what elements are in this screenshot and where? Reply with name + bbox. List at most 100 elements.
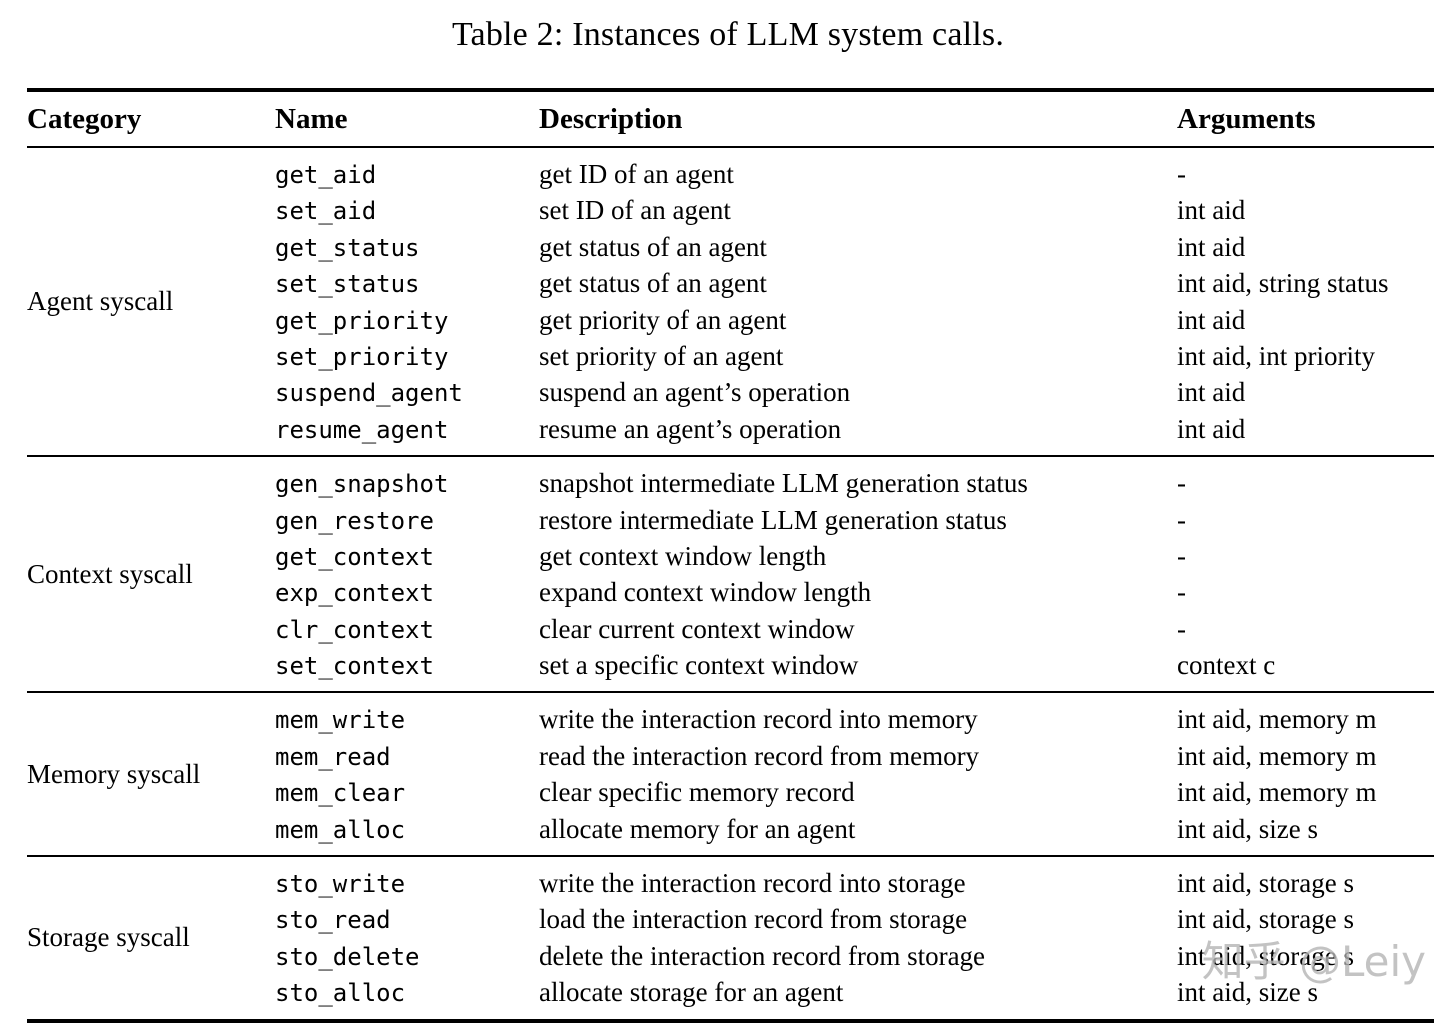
table-row: clr_context clear current context window…	[275, 611, 1434, 647]
section-rows: gen_snapshot snapshot intermediate LLM g…	[275, 465, 1434, 683]
syscall-name: sto_delete	[275, 942, 420, 971]
column-header-description: Description	[539, 102, 683, 135]
section-memory-syscall: Memory syscall mem_write write the inter…	[27, 693, 1434, 855]
syscall-description: expand context window length	[539, 577, 872, 608]
category-label: Memory syscall	[27, 758, 201, 789]
syscall-description: delete the interaction record from stora…	[539, 940, 986, 971]
category-label: Context syscall	[27, 558, 193, 589]
syscall-name: resume_agent	[275, 415, 449, 444]
syscall-name: sto_write	[275, 870, 406, 899]
syscall-arguments: -	[1177, 613, 1186, 644]
syscall-name: exp_context	[275, 579, 434, 608]
section-context-syscall: Context syscall gen_snapshot snapshot in…	[27, 457, 1434, 691]
syscall-description: set ID of an agent	[539, 195, 731, 226]
section-rows: sto_write write the interaction record i…	[275, 865, 1434, 1011]
syscall-arguments: context c	[1177, 650, 1276, 681]
syscall-arguments: -	[1177, 504, 1186, 535]
syscall-description: get context window length	[539, 540, 827, 571]
table-row: set_status get status of an agent int ai…	[275, 265, 1434, 301]
table-row: gen_restore restore intermediate LLM gen…	[275, 502, 1434, 538]
syscall-arguments: int aid	[1177, 231, 1246, 262]
syscall-name: mem_write	[275, 706, 406, 735]
table-row: exp_context expand context window length…	[275, 574, 1434, 610]
syscall-description: write the interaction record into storag…	[539, 868, 966, 899]
syscall-name: mem_alloc	[275, 815, 406, 844]
syscall-description: set a specific context window	[539, 650, 859, 681]
syscall-description: get priority of an agent	[539, 304, 787, 335]
syscall-name: set_status	[275, 270, 420, 299]
syscall-arguments: int aid, memory m	[1177, 704, 1377, 735]
syscall-description: read the interaction record from memory	[539, 740, 980, 771]
syscalls-table: Category Name Description Arguments Agen…	[27, 88, 1434, 1023]
category-label: Storage syscall	[27, 922, 190, 953]
syscall-arguments: int aid, storage s	[1177, 904, 1354, 935]
syscall-description: get ID of an agent	[539, 159, 734, 189]
syscall-name: sto_alloc	[275, 979, 406, 1008]
column-header-arguments: Arguments	[1177, 102, 1316, 135]
syscall-description: resume an agent’s operation	[539, 413, 842, 444]
syscall-name: get_status	[275, 233, 420, 262]
syscall-description: snapshot intermediate LLM generation sta…	[539, 468, 1028, 499]
syscall-name: set_context	[275, 652, 434, 681]
header-divider-rule	[27, 146, 1434, 148]
syscall-arguments: int aid	[1177, 377, 1246, 408]
column-header-category: Category	[27, 102, 142, 135]
table-top-rule	[27, 88, 1434, 92]
table-header-row: Category Name Description Arguments	[27, 92, 1434, 146]
table-row: get_context get context window length -	[275, 538, 1434, 574]
syscall-name: gen_snapshot	[275, 470, 449, 499]
table-row: mem_write write the interaction record i…	[275, 701, 1434, 737]
section-divider-rule	[27, 691, 1434, 694]
table-caption: Table 2: Instances of LLM system calls.	[451, 16, 1005, 53]
syscall-description: suspend an agent’s operation	[539, 377, 851, 408]
table-row: set_aid set ID of an agent int aid	[275, 192, 1434, 228]
section-rows: get_aid get ID of an agent - set_aid set…	[275, 156, 1434, 447]
syscall-name: mem_clear	[275, 779, 406, 808]
table-row: get_priority get priority of an agent in…	[275, 302, 1434, 338]
syscall-arguments: int aid, memory m	[1177, 777, 1377, 808]
syscall-arguments: int aid, size s	[1177, 977, 1318, 1008]
section-agent-syscall: Agent syscall get_aid get ID of an agent…	[27, 148, 1434, 455]
syscall-name: get_context	[275, 542, 434, 571]
syscall-arguments: -	[1177, 159, 1186, 189]
syscall-arguments: int aid, string status	[1177, 268, 1389, 299]
syscall-description: restore intermediate LLM generation stat…	[539, 504, 1007, 535]
table-row: suspend_agent suspend an agent’s operati…	[275, 374, 1434, 410]
table-bottom-rule	[27, 1018, 1434, 1023]
syscall-arguments: int aid, storage s	[1177, 940, 1354, 971]
syscall-arguments: int aid, storage s	[1177, 868, 1354, 899]
table-row: mem_clear clear specific memory record i…	[275, 774, 1434, 810]
table-row: sto_write write the interaction record i…	[275, 865, 1434, 901]
table-row: sto_read load the interaction record fro…	[275, 901, 1434, 937]
syscall-arguments: int aid, size s	[1177, 813, 1318, 844]
syscall-arguments: -	[1177, 577, 1186, 608]
syscall-name: set_aid	[275, 197, 377, 226]
table-row: sto_delete delete the interaction record…	[275, 938, 1434, 974]
section-rows: mem_write write the interaction record i…	[275, 701, 1434, 847]
syscall-arguments: int aid, memory m	[1177, 740, 1377, 771]
column-header-name: Name	[275, 102, 348, 135]
syscall-name: set_priority	[275, 342, 449, 371]
table-row: get_aid get ID of an agent -	[275, 156, 1434, 192]
category-label: Agent syscall	[27, 286, 174, 317]
syscall-name: mem_read	[275, 742, 391, 771]
table-row: sto_alloc allocate storage for an agent …	[275, 974, 1434, 1010]
syscall-name: sto_read	[275, 906, 391, 935]
table-row: get_status get status of an agent int ai…	[275, 229, 1434, 265]
syscall-name: get_priority	[275, 306, 449, 335]
syscall-description: write the interaction record into memory	[539, 704, 978, 735]
syscall-arguments: int aid	[1177, 413, 1246, 444]
syscall-name: get_aid	[275, 161, 377, 189]
syscall-arguments: int aid	[1177, 304, 1246, 335]
syscall-arguments: int aid, int priority	[1177, 340, 1375, 371]
syscall-description: clear specific memory record	[539, 777, 855, 808]
syscall-arguments: -	[1177, 540, 1186, 571]
table-row: gen_snapshot snapshot intermediate LLM g…	[275, 465, 1434, 501]
syscall-arguments: int aid	[1177, 195, 1246, 226]
syscall-description: set priority of an agent	[539, 340, 784, 371]
syscall-name: suspend_agent	[275, 379, 463, 408]
table-row: set_priority set priority of an agent in…	[275, 338, 1434, 374]
table-row: set_context set a specific context windo…	[275, 647, 1434, 683]
syscall-description: allocate memory for an agent	[539, 813, 856, 844]
